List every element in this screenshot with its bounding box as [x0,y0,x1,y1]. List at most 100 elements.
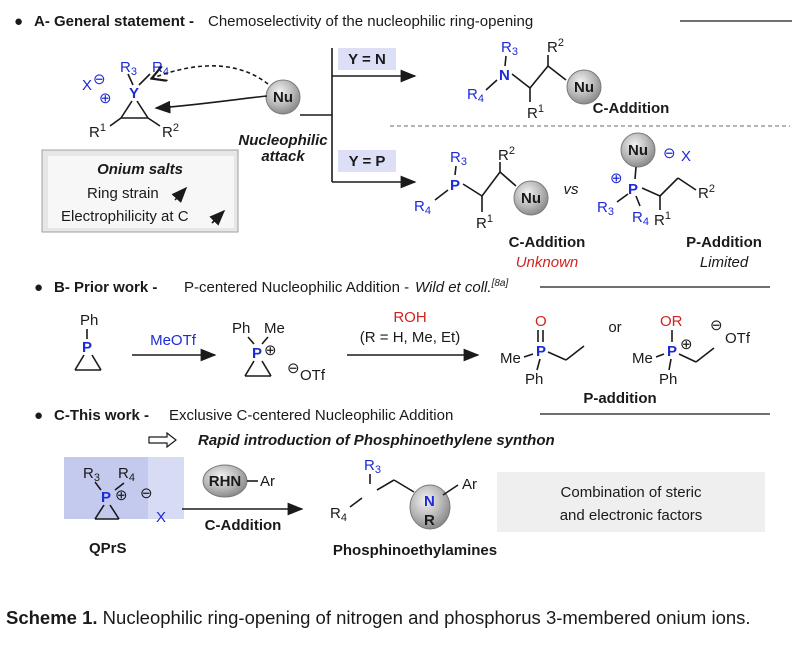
svg-text:Me: Me [500,350,521,367]
svg-text:R1: R1 [476,213,493,232]
reaction-scheme: ● A- General statement - Chemoselectivit… [14,13,792,559]
y-p-box [338,150,396,172]
attack-label-2: attack [261,148,305,165]
phosphine-oxide-product: O P Me Ph [500,313,585,388]
bullet-c: ● [34,407,43,424]
svg-text:R1: R1 [654,210,671,229]
section-c-heading: C-This work - [54,407,149,424]
p-p-addition-label: P-Addition [686,234,762,251]
phosphiranium-triflate: Ph Me P ⊕ ⊖ OTf [232,320,326,384]
svg-text:P: P [101,489,111,506]
section-a-heading: A- General statement - [34,13,194,30]
vs-label: vs [564,181,580,198]
dashed-arrow [153,65,269,85]
aziridine-c-addition-product: R3 N R4 R2 R1 Nu [467,37,602,122]
qprs-label: QPrS [89,540,127,557]
combination-line-1: Combination of steric [561,484,702,501]
reagent-meotf: MeOTf [150,332,197,349]
svg-text:R2: R2 [498,145,515,164]
y-n-label: Y = N [348,51,386,68]
svg-text:R4: R4 [330,505,347,524]
attack-arrow [154,95,268,114]
svg-text:⊕: ⊕ [115,487,128,504]
svg-text:N: N [424,493,435,510]
caption-bold: Scheme 1. [6,607,98,628]
svg-text:OTf: OTf [725,330,751,347]
svg-text:N: N [499,67,510,84]
section-b-ref: Wild et coll.[8a] [415,278,508,296]
amine-reagent: RHN Ar [202,464,275,498]
svg-text:Nu: Nu [521,190,541,207]
svg-text:⊖: ⊖ [663,145,676,162]
svg-text:RHN: RHN [209,473,242,490]
phosphirane-c-addition-product: R3 P R4 R2 R1 Nu [414,145,549,232]
svg-text:Ph: Ph [80,312,98,329]
svg-text:Ar: Ar [462,476,477,493]
svg-text:Nu: Nu [628,142,648,159]
phosphonium-product: OR P ⊕ Me Ph ⊖ OTf [632,313,751,388]
svg-text:P: P [536,343,546,360]
nucleophile-label: Nu [273,89,293,106]
box-title: Onium salts [97,161,183,178]
svg-text:R3: R3 [597,199,614,218]
svg-text:Ph: Ph [659,371,677,388]
phenylphosphirane: Ph P [74,312,102,371]
svg-text:⊕: ⊕ [610,170,623,187]
y-n-box [338,48,396,70]
counterion-x: X [82,77,92,94]
svg-text:R4: R4 [414,198,431,217]
svg-text:Ph: Ph [525,371,543,388]
section-b-text: P-centered Nucleophilic Addition - [184,279,409,296]
charge-plus: ⊕ [99,90,112,107]
charge-minus: ⊖ [93,71,106,88]
phosphirane-p-addition-product: Nu ⊖ X ⊕ P R3 R4 R2 R1 [597,132,715,229]
svg-text:R: R [424,512,435,529]
p-addition-label: P-addition [583,390,656,407]
svg-text:P: P [667,343,677,360]
svg-text:⊕: ⊕ [680,336,693,353]
section-c-text: Exclusive C-centered Nucleophilic Additi… [169,407,453,424]
svg-text:P: P [450,177,460,194]
onium-salts-box: Onium salts Ring strain Electrophilicity… [41,149,239,233]
svg-text:P: P [82,339,92,356]
svg-text:R3: R3 [364,457,381,476]
svg-text:Ph: Ph [232,320,250,337]
svg-text:OTf: OTf [300,367,326,384]
r2-label: R2 [162,122,179,141]
center-y: Y [129,85,139,102]
qprs-structure: R3 R4 P ⊕ ⊖ X [64,457,184,526]
box-line-1: Ring strain [87,185,159,202]
svg-text:P: P [252,345,262,362]
c-addition-arrow-label: C-Addition [205,517,282,534]
svg-text:R4: R4 [632,209,649,228]
section-a-text: Chemoselectivity of the nucleophilic rin… [208,13,533,30]
box-line-2: Electrophilicity at C [61,208,189,225]
svg-text:Nu: Nu [574,79,594,96]
svg-text:O: O [535,313,547,330]
n-product-label: C-Addition [593,100,670,117]
bullet-a: ● [14,13,23,30]
section-c-subtitle: Rapid introduction of Phosphinoethylene … [198,432,555,449]
svg-text:X: X [156,509,166,526]
section-b-heading: B- Prior work - [54,279,157,296]
scheme-caption: Scheme 1. Nucleophilic ring-opening of n… [6,606,796,629]
svg-text:R2: R2 [698,183,715,202]
caption-text: Nucleophilic ring-opening of nitrogen an… [102,607,751,628]
attack-label-1: Nucleophilic [238,132,328,149]
svg-text:OR: OR [660,313,683,330]
svg-text:Ar: Ar [260,473,275,490]
svg-text:⊖: ⊖ [287,360,300,377]
hollow-arrow-icon [148,431,177,449]
r3-label: R3 [120,59,137,78]
svg-text:R4: R4 [467,86,484,105]
p-c-addition-status: Unknown [516,254,579,271]
nucleophile-ball [265,79,301,115]
svg-text:R3: R3 [450,149,467,168]
combination-box [497,472,765,532]
svg-text:⊖: ⊖ [140,485,153,502]
svg-text:⊖: ⊖ [710,317,723,334]
svg-text:Me: Me [632,350,653,367]
r1-label: R1 [89,122,106,141]
reagent-roh: ROH [393,309,426,326]
svg-text:R3: R3 [501,39,518,58]
